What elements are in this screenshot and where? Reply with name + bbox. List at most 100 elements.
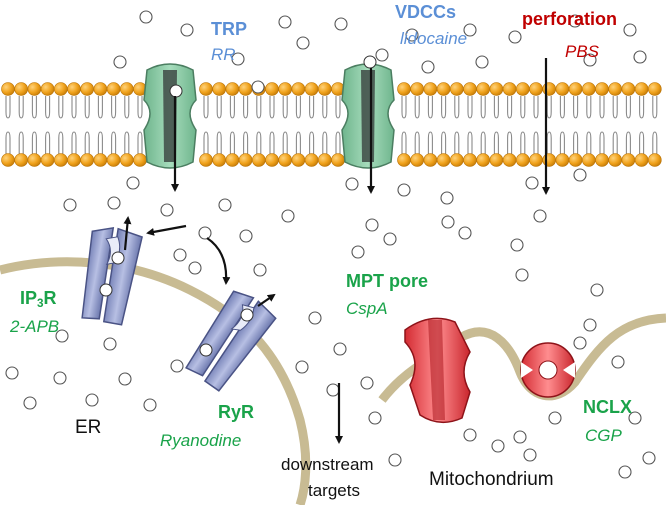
vdcc-channel <box>341 55 395 169</box>
lipid-head <box>317 82 332 96</box>
calcium-ion <box>345 177 359 191</box>
lipid-head <box>555 82 570 96</box>
lipid-head <box>265 82 279 96</box>
perforation-label: perforation <box>522 9 618 29</box>
lipid-head <box>331 153 345 167</box>
calcium-ion <box>55 329 69 343</box>
lipid-tail <box>309 96 315 154</box>
calcium-ion <box>628 411 642 425</box>
lipid-head <box>581 153 596 167</box>
ip3r-label: IP3R <box>20 288 57 310</box>
lipid-tail <box>573 96 579 154</box>
lipid-tail <box>586 96 592 154</box>
calcium-ion <box>491 439 505 453</box>
lipid-head <box>212 82 226 96</box>
to-ryr-arrow <box>206 237 231 285</box>
lipid-head <box>53 82 68 96</box>
calcium-ion <box>590 283 604 297</box>
calcium-ion <box>548 411 562 425</box>
calcium-ion <box>281 209 295 223</box>
vdcc-label: VDCCs <box>395 2 457 22</box>
mpt-label: MPT pore <box>346 271 429 291</box>
calcium-ion <box>278 15 292 29</box>
calcium-ion <box>118 372 132 386</box>
lipid-tail <box>203 96 209 154</box>
lipid-head <box>595 153 609 167</box>
vdcc-inhibitor: lidocaine <box>400 29 468 48</box>
calcium-ion <box>198 226 212 240</box>
calcium-ion <box>463 428 477 442</box>
lipid-tail <box>454 96 460 154</box>
lipid-tail <box>243 96 249 154</box>
lipid-head <box>621 82 636 96</box>
lipid-tail <box>335 96 341 154</box>
lipid-head <box>93 153 108 167</box>
calcium-ion <box>333 342 347 356</box>
calcium-ion <box>525 176 539 190</box>
lipid-head <box>238 82 253 96</box>
calcium-ion <box>5 366 19 380</box>
calcium-ion <box>441 215 455 229</box>
ryr-inhibitor: Ryanodine <box>160 431 242 450</box>
calcium-ion <box>295 360 309 374</box>
lipid-head <box>304 82 319 96</box>
lipid-head <box>106 153 121 167</box>
lipid-tail <box>427 96 433 154</box>
lipid-head <box>317 153 332 167</box>
calcium-ion <box>513 430 527 444</box>
calcium-ion <box>139 10 153 24</box>
lipid-head <box>278 82 293 96</box>
calcium-ion <box>421 60 435 74</box>
calcium-ion <box>111 251 125 265</box>
lipid-head <box>647 153 662 167</box>
calcium-ion <box>85 393 99 407</box>
lipid-head <box>555 153 570 167</box>
lipid-head <box>423 82 438 96</box>
downstream-label-line2: targets <box>308 481 360 500</box>
lipid-tail <box>269 96 275 154</box>
calcium-ion <box>253 263 267 277</box>
lipid-head <box>529 82 543 96</box>
lipid-tail <box>480 96 486 154</box>
lipid-tail <box>493 96 499 154</box>
lipid-tail <box>441 96 447 154</box>
calcium-ion <box>231 52 245 66</box>
lipid-head <box>120 82 134 96</box>
lipid-head <box>225 153 240 167</box>
lipid-head <box>291 153 306 167</box>
lipid-head <box>14 153 29 167</box>
lipid-head <box>1 153 15 167</box>
lipid-head <box>529 153 543 167</box>
calcium-ion <box>618 465 632 479</box>
calcium-ion <box>240 308 254 322</box>
lipid-tail <box>97 96 103 154</box>
lipid-head <box>40 153 55 167</box>
lipid-tail <box>31 96 37 154</box>
lipid-head <box>595 82 609 96</box>
lipid-head <box>133 153 147 167</box>
lipid-head <box>621 153 636 167</box>
lipid-head <box>93 82 108 96</box>
lipid-head <box>489 153 504 167</box>
lipid-head <box>278 153 293 167</box>
lipid-head <box>67 82 81 96</box>
lipid-tail <box>18 96 24 154</box>
ryr-release-arrow <box>257 293 276 307</box>
lipid-tail <box>546 96 552 154</box>
nclx-inhibitor: CGP <box>585 426 622 445</box>
lipid-head <box>410 82 425 96</box>
ip3r-receptor <box>81 226 143 326</box>
lipid-tail <box>111 96 117 154</box>
lipid-head <box>542 153 557 167</box>
calcium-ion <box>573 168 587 182</box>
ryr-label: RyR <box>218 402 255 422</box>
lipid-tail <box>282 96 288 154</box>
calcium-ion <box>573 336 587 350</box>
calcium-ion <box>173 248 187 262</box>
trp-channel <box>143 63 197 169</box>
lipid-head <box>436 82 451 96</box>
lipid-head <box>40 82 55 96</box>
calcium-ion <box>463 23 477 37</box>
lipid-head <box>225 82 240 96</box>
lipid-tail <box>414 96 420 154</box>
